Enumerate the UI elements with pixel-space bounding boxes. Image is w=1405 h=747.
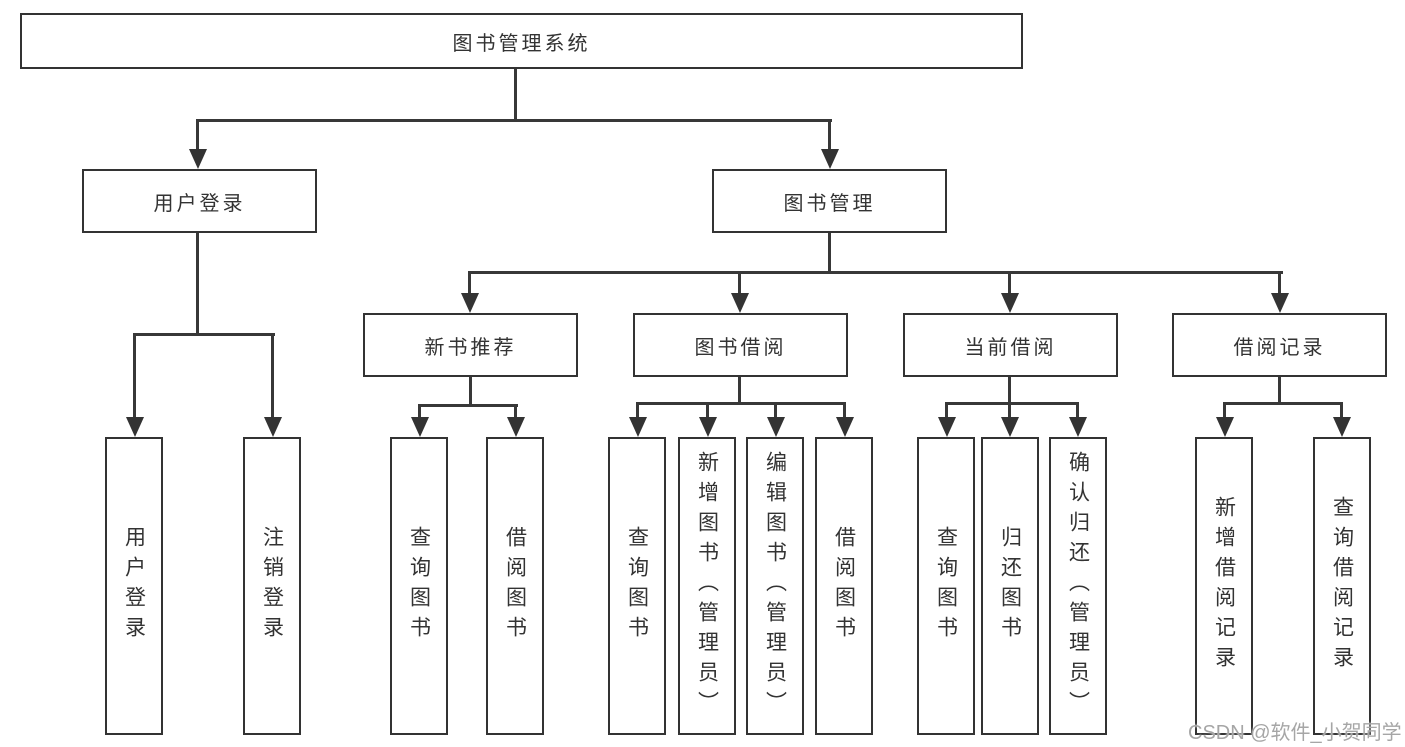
connector-line: [1008, 271, 1011, 295]
arrowhead-down-icon: [125, 417, 144, 437]
connector-line: [514, 69, 517, 122]
node-book-management: 图书管理: [712, 169, 947, 233]
watermark: CSDN @软件_小贺同学: [1188, 722, 1402, 744]
connector-line: [1340, 402, 1343, 419]
connector-line: [738, 377, 741, 405]
arrowhead-down-icon: [506, 417, 525, 437]
arrowhead-down-icon: [1332, 417, 1351, 437]
arrowhead-down-icon: [628, 417, 647, 437]
leaf-add-borrow-record-label: 新增借阅记录: [1212, 496, 1236, 676]
leaf-borrow-books-recommend-label: 借阅图书: [503, 526, 527, 646]
connector-line: [1008, 402, 1011, 419]
arrowhead-down-icon: [820, 149, 839, 169]
connector-line: [133, 333, 136, 417]
node-library-system: 图书管理系统: [20, 13, 1023, 69]
node-library-system-label: 图书管理系统: [452, 32, 591, 55]
leaf-add-books-admin-label: 新增图书（管理员）: [695, 451, 719, 721]
connector-line: [468, 271, 471, 295]
node-user-login-label: 用户登录: [153, 192, 246, 215]
leaf-borrow-books-recommend: 借阅图书: [486, 437, 544, 735]
node-new-book-recommendation: 新书推荐: [363, 313, 578, 377]
connector-line: [1008, 377, 1011, 405]
connector-line: [418, 404, 518, 407]
connector-line: [843, 402, 846, 419]
connector-line: [133, 333, 275, 336]
node-current-borrowing: 当前借阅: [903, 313, 1118, 377]
connector-line: [468, 271, 1283, 274]
leaf-confirm-return-admin-label: 确认归还（管理员）: [1066, 451, 1090, 721]
leaf-return-books-label: 归还图书: [998, 526, 1022, 646]
connector-line: [636, 402, 845, 405]
arrowhead-down-icon: [1270, 293, 1289, 313]
arrowhead-down-icon: [263, 417, 282, 437]
arrowhead-down-icon: [1068, 417, 1087, 437]
leaf-add-books-admin: 新增图书（管理员）: [678, 437, 736, 735]
leaf-query-books-recommend: 查询图书: [390, 437, 448, 735]
arrowhead-down-icon: [766, 417, 785, 437]
connector-line: [1076, 402, 1079, 419]
connector-line: [1278, 271, 1281, 295]
leaf-query-books-current: 查询图书: [917, 437, 975, 735]
connector-line: [1223, 402, 1343, 405]
node-borrowing-records: 借阅记录: [1172, 313, 1387, 377]
arrowhead-down-icon: [1215, 417, 1234, 437]
leaf-return-books: 归还图书: [981, 437, 1039, 735]
leaf-query-books-borrowing-label: 查询图书: [625, 526, 649, 646]
connector-line: [514, 404, 517, 419]
connector-line: [774, 402, 777, 419]
node-new-book-recommendation-label: 新书推荐: [424, 336, 517, 359]
leaf-borrow-books-borrowing: 借阅图书: [815, 437, 873, 735]
leaf-borrow-books-borrowing-label: 借阅图书: [832, 526, 856, 646]
node-borrowing-records-label: 借阅记录: [1233, 336, 1326, 359]
leaf-query-books-borrowing: 查询图书: [608, 437, 666, 735]
leaf-query-borrow-record-label: 查询借阅记录: [1330, 496, 1354, 676]
leaf-logout: 注销登录: [243, 437, 301, 735]
connector-line: [828, 233, 831, 274]
leaf-edit-books-admin-label: 编辑图书（管理员）: [763, 451, 787, 721]
connector-line: [196, 119, 199, 153]
arrowhead-down-icon: [1000, 417, 1019, 437]
arrowhead-down-icon: [460, 293, 479, 313]
leaf-logout-label: 注销登录: [260, 526, 284, 646]
connector-line: [706, 402, 709, 419]
connector-line: [738, 271, 741, 295]
connector-line: [1223, 402, 1226, 419]
arrowhead-down-icon: [410, 417, 429, 437]
arrowhead-down-icon: [835, 417, 854, 437]
arrowhead-down-icon: [1000, 293, 1019, 313]
connector-line: [196, 119, 832, 122]
node-user-login: 用户登录: [82, 169, 317, 233]
node-book-borrowing-label: 图书借阅: [694, 336, 787, 359]
connector-line: [945, 402, 948, 419]
leaf-confirm-return-admin: 确认归还（管理员）: [1049, 437, 1107, 735]
connector-line: [636, 402, 639, 419]
connector-line: [945, 402, 1079, 405]
leaf-user-login: 用户登录: [105, 437, 163, 735]
leaf-query-books-current-label: 查询图书: [934, 526, 958, 646]
arrowhead-down-icon: [698, 417, 717, 437]
connector-line: [828, 119, 831, 153]
leaf-user-login-label: 用户登录: [122, 526, 146, 646]
connector-line: [271, 333, 274, 417]
node-current-borrowing-label: 当前借阅: [964, 336, 1057, 359]
connector-line: [196, 233, 199, 336]
connector-line: [469, 377, 472, 407]
leaf-query-borrow-record: 查询借阅记录: [1313, 437, 1371, 735]
arrowhead-down-icon: [730, 293, 749, 313]
leaf-edit-books-admin: 编辑图书（管理员）: [746, 437, 804, 735]
leaf-add-borrow-record: 新增借阅记录: [1195, 437, 1253, 735]
arrowhead-down-icon: [937, 417, 956, 437]
arrowhead-down-icon: [188, 149, 207, 169]
node-book-borrowing: 图书借阅: [633, 313, 848, 377]
node-book-management-label: 图书管理: [783, 192, 876, 215]
connector-line: [1278, 377, 1281, 405]
connector-line: [418, 404, 421, 419]
leaf-query-books-recommend-label: 查询图书: [407, 526, 431, 646]
